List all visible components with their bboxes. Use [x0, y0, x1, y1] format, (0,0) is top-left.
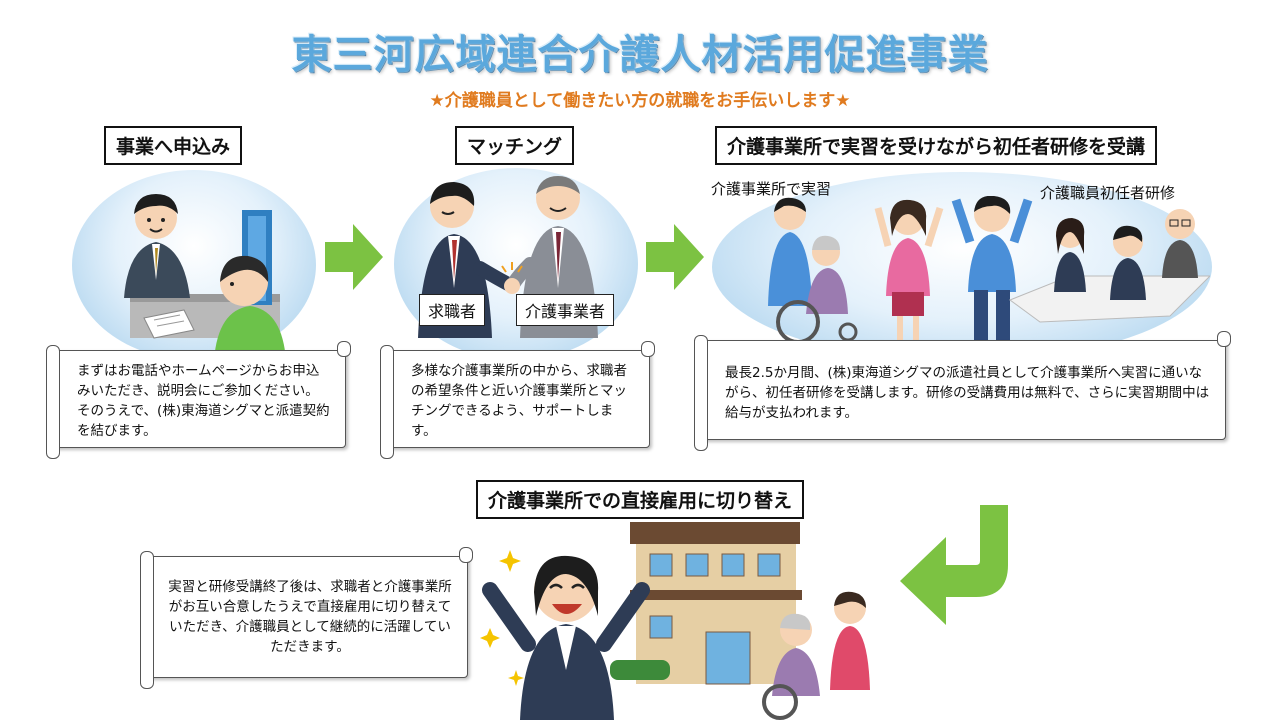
page-subtitle: ★介護職員として働きたい方の就職をお手伝いします★	[429, 91, 851, 111]
curved-arrow-icon	[900, 505, 1008, 625]
practical-training-caption: 介護事業所で実習	[711, 180, 832, 198]
step4-illustration	[480, 522, 870, 720]
step3-label: 介護事業所で実習を受けながら初任者研修を受講	[715, 126, 1158, 165]
step4-description: 実習と研修受講終了後は、求職者と介護事業所がお互い合意したうえで直接雇用に切り替…	[168, 579, 452, 655]
step3-description: 最長2.5か月間、(株)東海道シグマの派遣社員として介護事業所へ実習に通いながら…	[725, 365, 1210, 421]
initial-training-caption: 介護職員初任者研修	[1040, 184, 1176, 202]
step3-description-scroll: 最長2.5か月間、(株)東海道シグマの派遣社員として介護事業所へ実習に通いながら…	[694, 331, 1231, 451]
step1-description-scroll: まずはお電話やホームページからお申込みいただき、説明会にご参加ください。そのうえ…	[46, 341, 351, 459]
arrow-right-icon	[325, 224, 383, 290]
step2-label: マッチング	[455, 126, 575, 165]
step2-description-scroll: 多様な介護事業所の中から、求職者の希望条件と近い介護事業所とマッチングできるよう…	[380, 341, 655, 459]
step2-description: 多様な介護事業所の中から、求職者の希望条件と近い介護事業所とマッチングできるよう…	[411, 363, 627, 439]
step3-illustration	[768, 196, 1210, 344]
step1-description: まずはお電話やホームページからお申込みいただき、説明会にご参加ください。そのうえ…	[77, 363, 330, 439]
step1-illustration	[124, 194, 286, 360]
step4-label: 介護事業所での直接雇用に切り替え	[476, 480, 805, 519]
arrow-right-icon	[646, 224, 704, 290]
care-provider-tag: 介護事業者	[516, 294, 615, 326]
step4-description-scroll: 実習と研修受講終了後は、求職者と介護事業所がお互い合意したうえで直接雇用に切り替…	[140, 547, 473, 689]
step2-illustration	[418, 176, 598, 338]
job-seeker-tag: 求職者	[419, 294, 486, 326]
step1-label: 事業へ申込み	[104, 126, 243, 165]
page-title: 東三河広域連合介護人材活用促進事業	[291, 32, 989, 78]
